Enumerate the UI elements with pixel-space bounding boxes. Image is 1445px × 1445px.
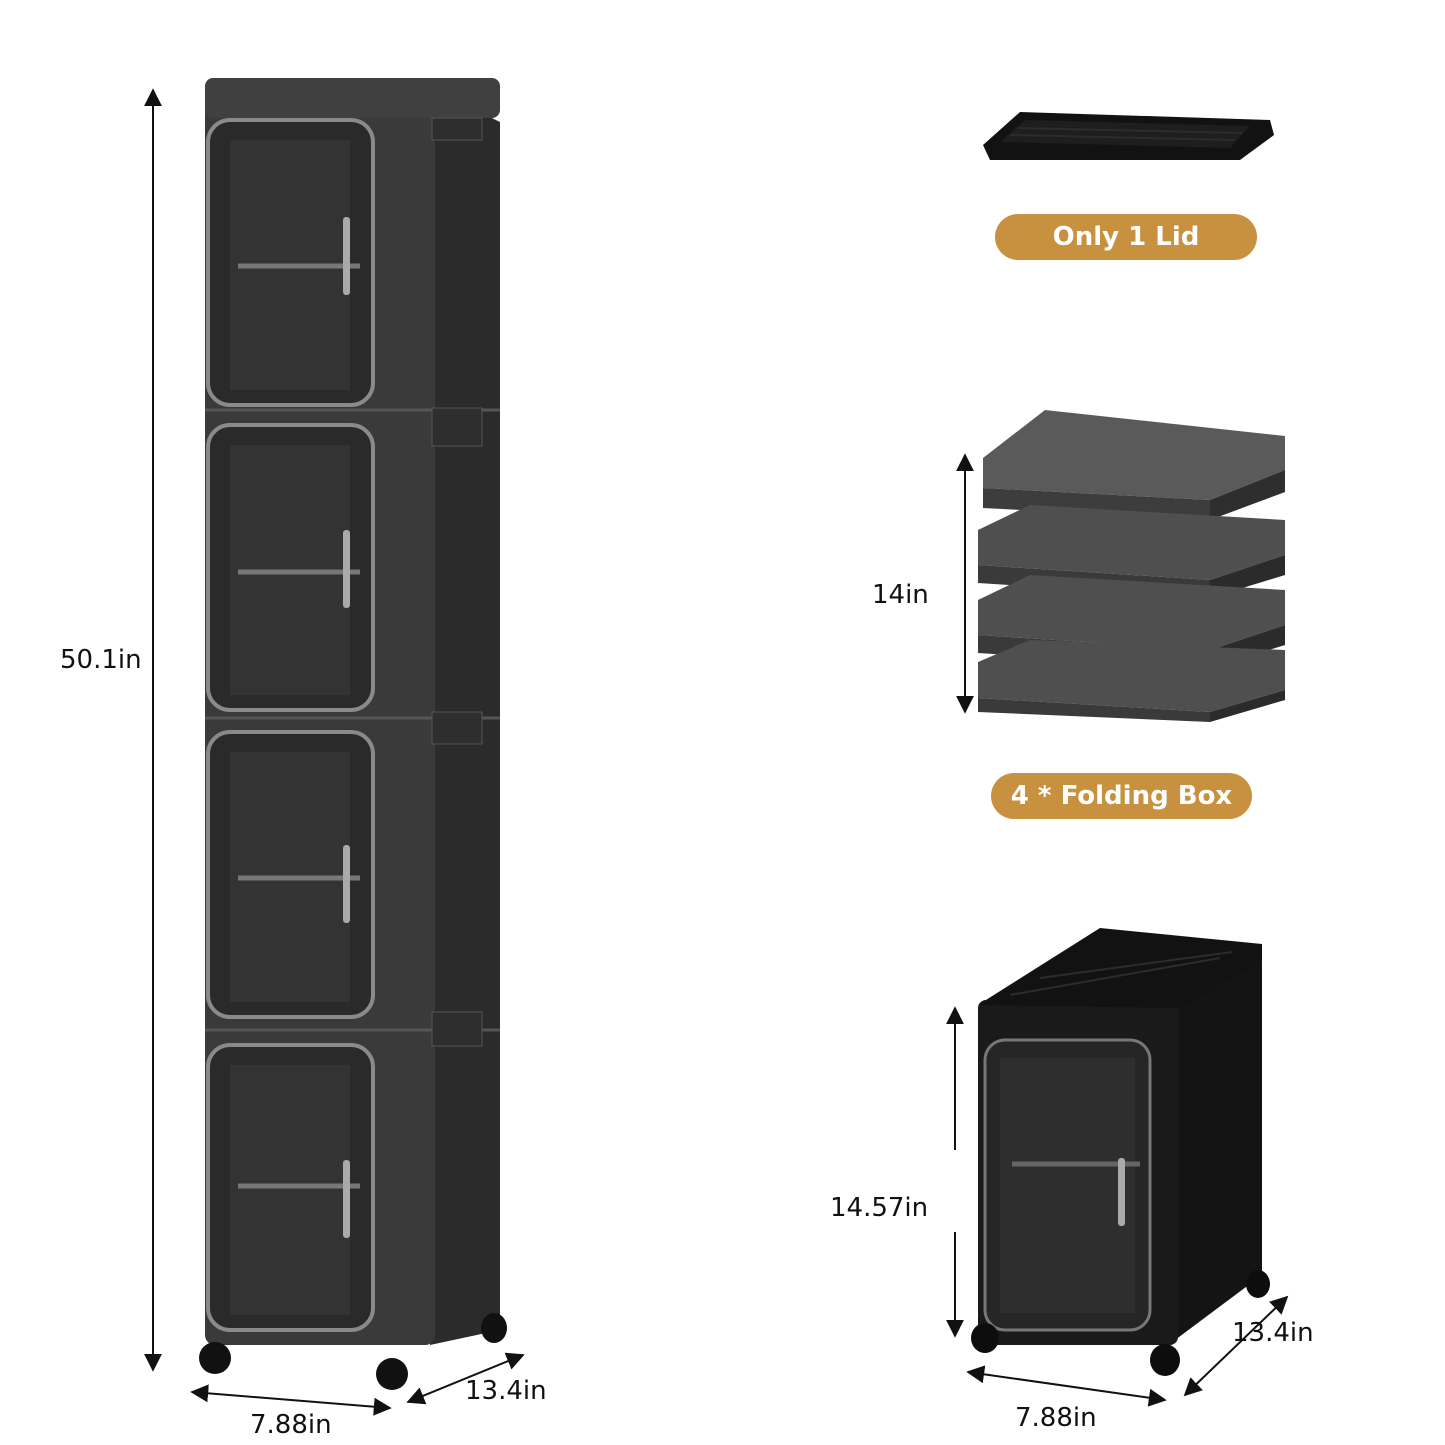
single-depth-arrow xyxy=(1183,1295,1289,1397)
folded-box-1 xyxy=(983,410,1285,520)
tower-depth-arrow xyxy=(406,1352,525,1405)
lid-illustration xyxy=(983,112,1274,160)
tower-depth-label: 13.4in xyxy=(465,1376,547,1406)
folding-box-badge: 4 * Folding Box xyxy=(991,773,1252,819)
tower-width-arrow xyxy=(190,1384,392,1416)
tower-wheels xyxy=(199,1313,507,1390)
lid-badge: Only 1 Lid xyxy=(995,214,1257,260)
folded-box-4 xyxy=(978,640,1285,722)
single-width-label: 7.88in xyxy=(1015,1403,1097,1433)
single-cabinet xyxy=(971,928,1270,1376)
tall-cabinet-tower xyxy=(199,78,507,1390)
tower-tier-2 xyxy=(205,407,500,712)
folded-height-label: 14in xyxy=(872,580,929,610)
tower-tier-3 xyxy=(205,711,500,1019)
single-height-label: 14.57in xyxy=(830,1193,929,1223)
tower-height-label: 50.1in xyxy=(60,645,142,675)
single-width-arrow xyxy=(966,1365,1167,1407)
tower-tier-4 xyxy=(205,1011,500,1332)
tower-width-label: 7.88in xyxy=(250,1410,332,1440)
tower-tier-1 xyxy=(206,117,483,407)
folded-boxes-stack xyxy=(978,410,1285,722)
single-depth-label: 13.4in xyxy=(1232,1318,1314,1348)
